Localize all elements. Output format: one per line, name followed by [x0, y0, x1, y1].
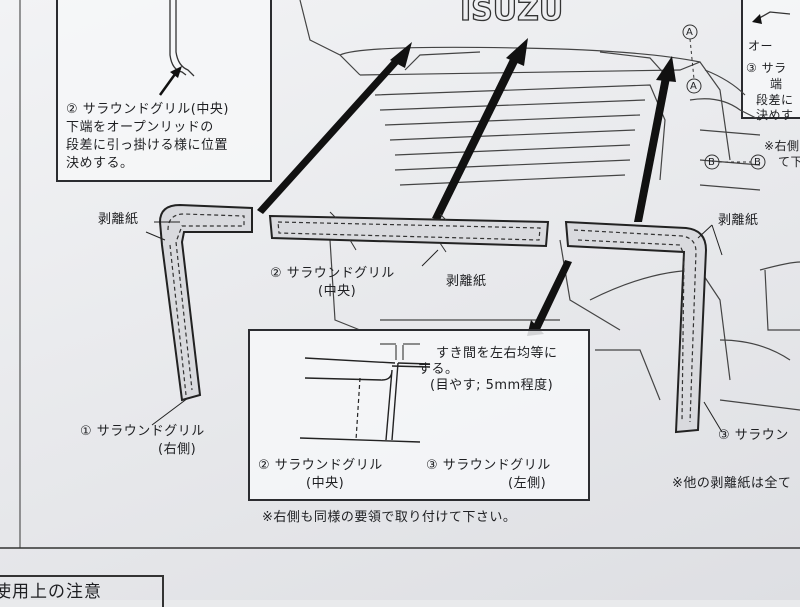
detail-left-part-name: ② サラウンドグリル — [258, 458, 383, 473]
isuzu-logo: ISUZU — [460, 0, 563, 28]
callout-top-right-line3: 端 — [770, 77, 783, 91]
part2-position: (中央) — [318, 284, 357, 299]
part1-position: (右側) — [158, 442, 197, 457]
callout-top-right-line4: 段差に — [756, 93, 794, 107]
release-paper-center: 剥離紙 — [446, 274, 487, 289]
part3-name: ③ サラウン — [718, 428, 789, 443]
gap-instruction-line1: すき間を左右均等に — [436, 346, 558, 361]
detail-illustration — [299, 343, 431, 443]
release-paper-right: 剥離紙 — [718, 213, 759, 228]
gap-instruction-line2: する。 — [418, 362, 459, 377]
callout-top-right-line1: オー — [748, 39, 774, 53]
marker-b-left-label: B — [708, 157, 716, 168]
release-paper-left: 剥離紙 — [98, 212, 139, 227]
grille-part-1 — [158, 203, 253, 402]
marker-a-label: A — [690, 81, 698, 92]
section-heading: 使用上の注意 — [0, 582, 102, 602]
grille-part-2 — [268, 211, 550, 253]
detail-right-part-name: ③ サラウンドグリル — [426, 458, 551, 473]
callout-top-right-line5: 決めす — [756, 108, 794, 122]
callout-top-left-line2: 下端をオープンリッドの — [66, 120, 214, 135]
detail-right-part-position: (左側) — [508, 476, 547, 491]
marker-a — [686, 78, 702, 94]
leader-lines — [145, 221, 723, 433]
callout-top-left-line4: 決めする。 — [66, 156, 134, 171]
part2-name: ② サラウンドグリル — [270, 266, 395, 281]
detail-left-part-position: (中央) — [306, 476, 345, 491]
callout-box-top-right — [741, 0, 800, 119]
note-right-line1: ※右側 — [764, 139, 800, 153]
section-heading-box — [0, 575, 164, 607]
marker-b-right-label: B — [754, 157, 762, 168]
grille-part-3 — [564, 220, 708, 434]
gap-instruction-line3: (目やす; 5mm程度) — [430, 378, 554, 393]
callout-top-right-line2: ③ サラ — [746, 61, 787, 75]
note-right-line2: て下 — [778, 155, 800, 169]
marker-a-top-label: A — [686, 27, 694, 38]
note-other-release-paper: ※他の剥離紙は全て — [672, 476, 792, 491]
part1-name: ① サラウンドグリル — [80, 424, 205, 439]
note-bottom: ※右側も同様の要領で取り付けて下さい。 — [262, 510, 517, 525]
callout-top-left-line3: 段差に引っ掛ける様に位置 — [66, 138, 229, 153]
callout-top-left-title: ② サラウンドグリル(中央) — [66, 102, 229, 117]
